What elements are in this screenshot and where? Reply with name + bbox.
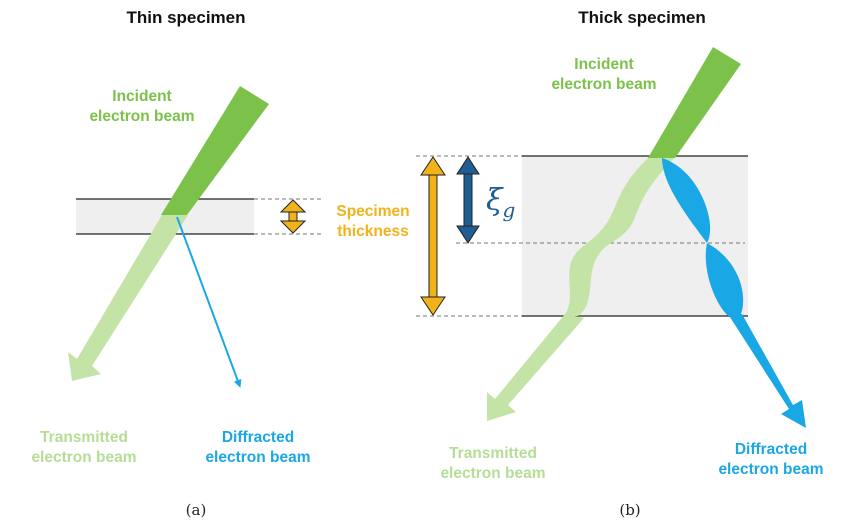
thin-diffracted-label-line2: electron beam: [205, 449, 310, 466]
panel-b: Thick specimen ξg: [416, 8, 824, 519]
thick-incident-beam: [648, 47, 741, 158]
thick-incident-label-line2: electron beam: [551, 76, 656, 93]
panel-b-title: Thick specimen: [578, 8, 706, 27]
panel-a-caption: (a): [186, 501, 207, 519]
thick-transmitted-beam-exit: [487, 314, 584, 421]
thin-transmitted-label-line2: electron beam: [31, 449, 136, 466]
thick-transmitted-label-line1: Transmitted: [449, 445, 537, 462]
thick-transmitted-label-line2: electron beam: [440, 465, 545, 482]
thick-diffracted-label-line2: electron beam: [718, 461, 823, 478]
thin-diffracted-beam: [176, 216, 242, 388]
panel-a: Thin specimen Incident electron beam Spe…: [31, 8, 409, 519]
panel-a-title: Thin specimen: [126, 8, 245, 27]
thin-transmitted-label-line1: Transmitted: [40, 429, 128, 446]
thick-diffracted-lobe-2: [705, 243, 744, 316]
thin-incident-beam: [161, 86, 269, 215]
thick-transmitted-beam-in-specimen: [564, 158, 674, 316]
thick-diffracted-beam-exit: [728, 314, 806, 428]
panel-b-caption: (b): [619, 501, 640, 519]
extinction-distance-arrow: [456, 156, 480, 244]
extinction-distance-symbol: ξg: [486, 183, 515, 222]
thin-thickness-arrow: [279, 199, 307, 234]
thickness-label-line2: thickness: [337, 223, 409, 240]
thin-incident-label-line1: Incident: [112, 88, 171, 105]
thick-diffracted-label-line1: Diffracted: [735, 441, 807, 458]
thick-incident-label-line1: Incident: [574, 56, 633, 73]
thickness-label-line1: Specimen: [336, 203, 409, 220]
thin-incident-label-line2: electron beam: [89, 108, 194, 125]
thick-thickness-arrow: [420, 156, 446, 316]
thick-diffracted-lobe-1: [662, 158, 711, 243]
thin-diffracted-label-line1: Diffracted: [222, 429, 294, 446]
thin-transmitted-beam: [68, 215, 188, 381]
